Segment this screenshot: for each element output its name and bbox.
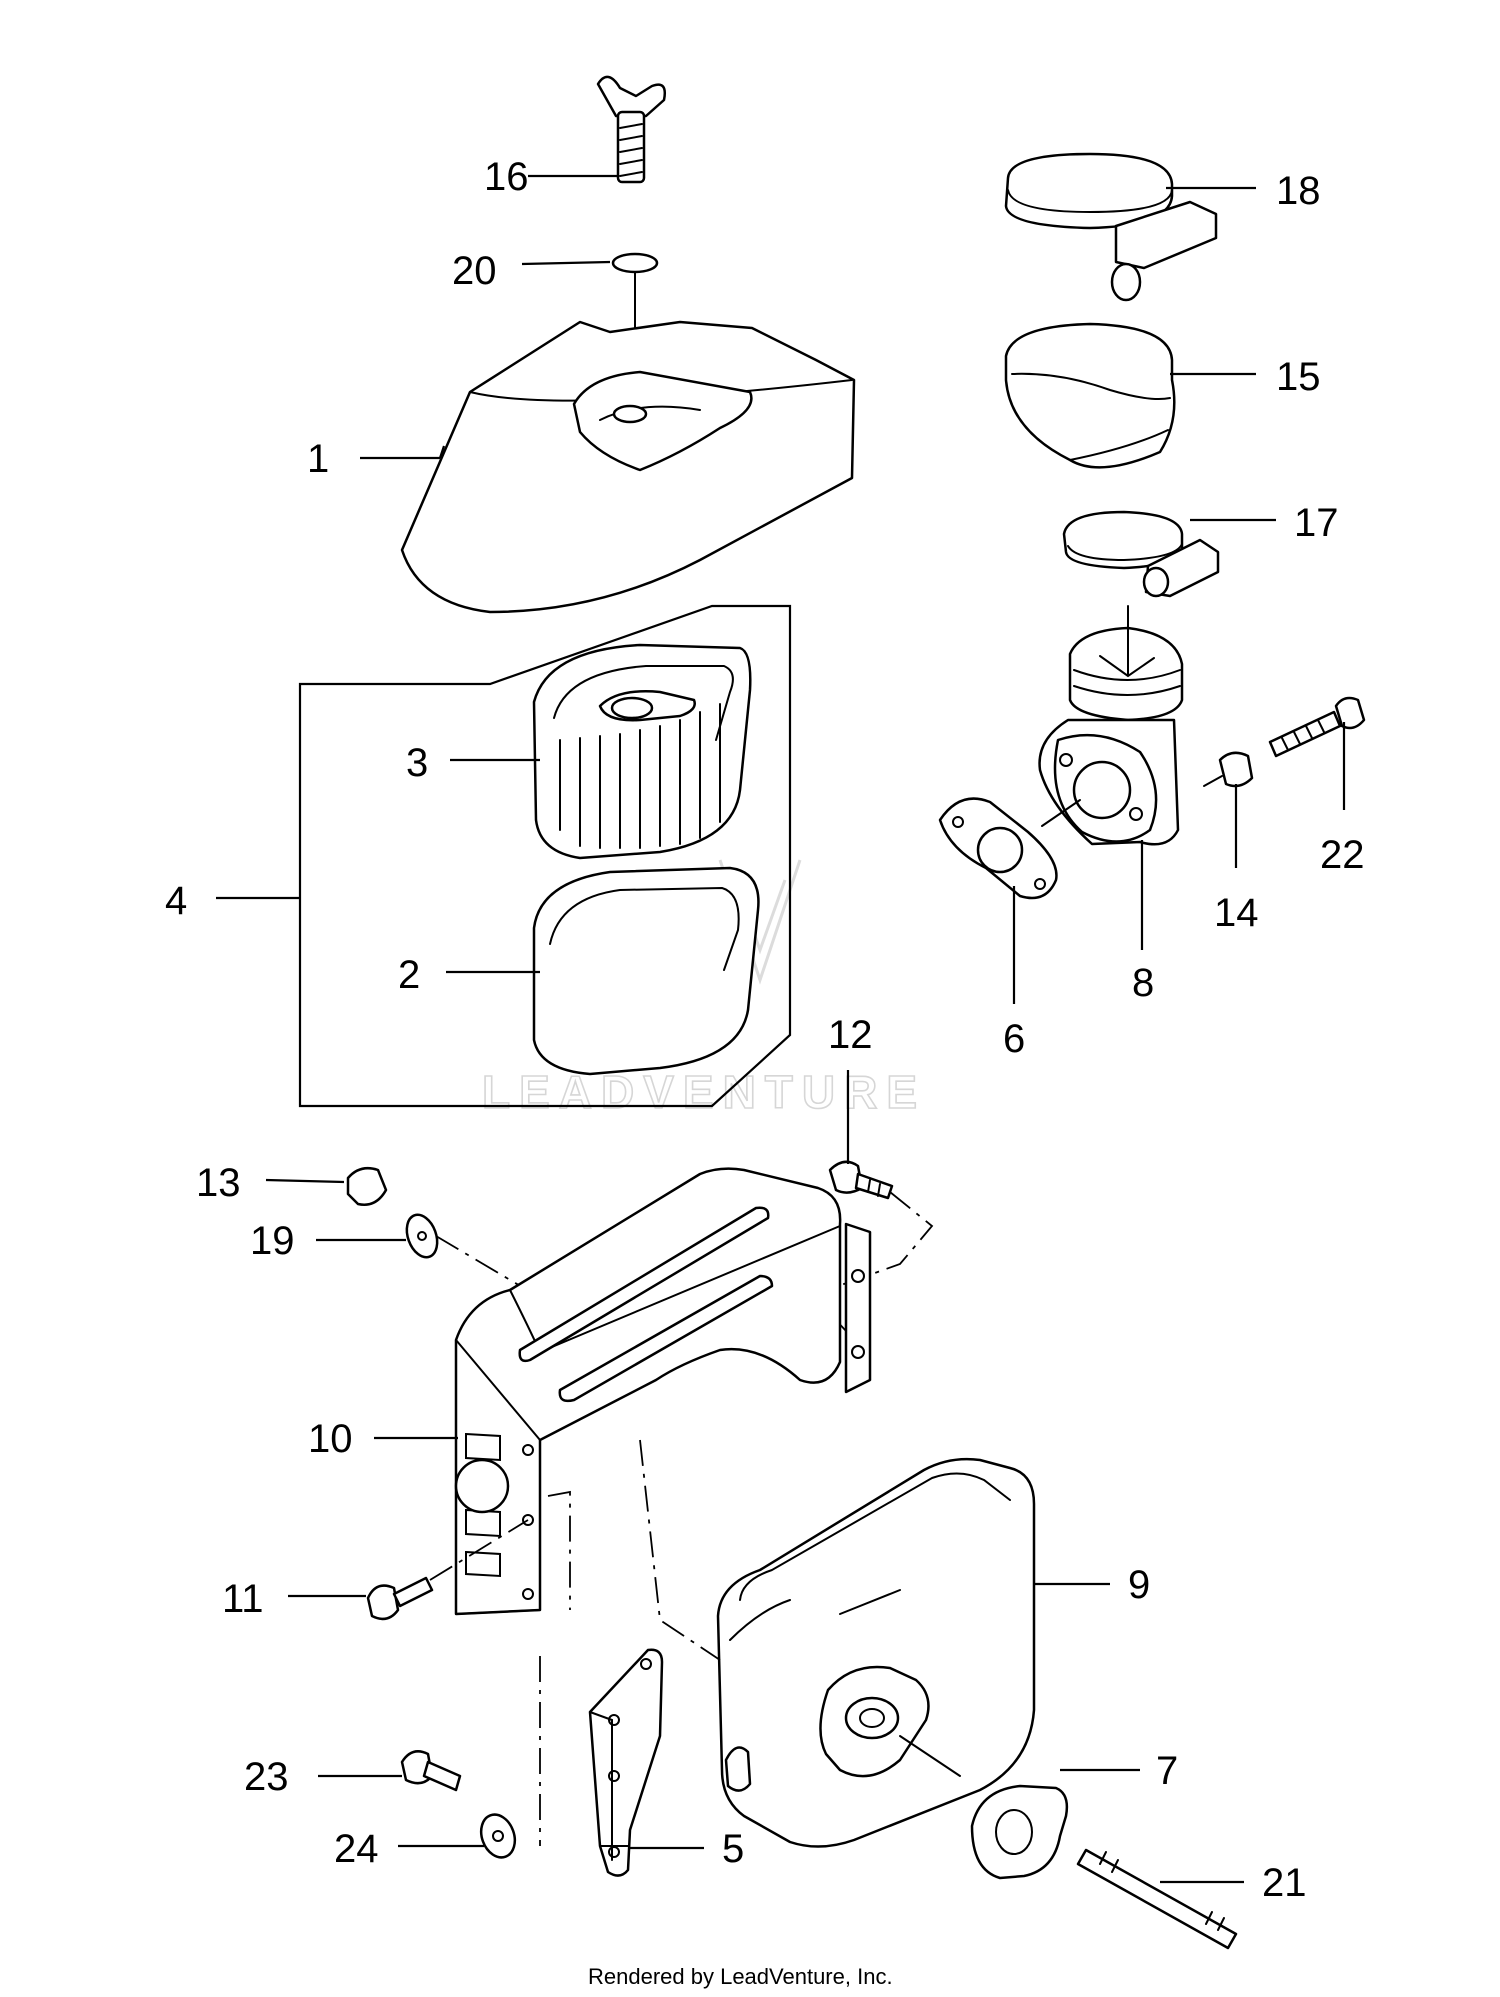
part-21-stud[interactable] [1076,1848,1238,1950]
part-12-bolt[interactable] [828,1160,894,1200]
part-16-wing-bolt[interactable] [596,75,666,184]
callout-11: 11 [222,1577,264,1621]
part-8-elbow[interactable] [1038,605,1184,846]
part-11-screw[interactable] [366,1576,434,1621]
part-7-spark-deflector[interactable] [970,1784,1069,1880]
callout-9: 9 [1128,1563,1150,1607]
leader-lines [216,174,1346,1884]
callout-18: 18 [1276,169,1321,213]
part-6-gasket[interactable] [938,797,1058,900]
callout-7: 7 [1156,1749,1178,1793]
callout-19: 19 [250,1219,295,1263]
part-20-washer[interactable] [611,252,659,274]
footer-credit: Rendered by LeadVenture, Inc. [588,1964,893,1989]
part-3-filter-element[interactable] [532,643,752,860]
callout-4: 4 [165,879,187,923]
callout-22: 22 [1320,833,1365,877]
callout-10: 10 [308,1417,353,1461]
part-19-washer[interactable] [401,1211,442,1262]
part-15-tube[interactable] [1004,322,1176,469]
callout-13: 13 [196,1161,241,1205]
callout-23: 23 [244,1755,289,1799]
part-23-bolt[interactable] [400,1750,462,1792]
part-4-kit-bracket [298,604,792,1108]
callout-21: 21 [1262,1861,1307,1905]
callout-17: 17 [1294,501,1339,545]
part-2-pre-cleaner[interactable] [532,866,760,1076]
watermark: LEADVENTURE [481,859,926,1119]
part-24-washer[interactable] [475,1810,520,1862]
callout-6: 6 [1003,1017,1025,1061]
part-13-nut[interactable] [346,1167,388,1206]
watermark-text: LEADVENTURE [482,1066,926,1118]
part-18-hose-clamp[interactable] [1004,152,1218,302]
callout-14: 14 [1214,891,1259,935]
callout-3: 3 [406,741,428,785]
part-17-hose-clamp[interactable] [1062,510,1220,598]
part-10-heat-shield[interactable] [454,1167,872,1616]
callout-12: 12 [828,1013,873,1057]
callout-8: 8 [1132,961,1154,1005]
callout-5: 5 [722,1827,744,1871]
callout-16: 16 [484,155,529,199]
callouts: 1 2 3 4 5 6 7 8 9 10 11 12 13 14 15 16 1… [165,155,1365,1905]
callout-1: 1 [307,437,329,481]
part-9-muffler[interactable] [716,1457,1036,1848]
part-14-nut[interactable] [1203,751,1254,788]
callout-15: 15 [1276,355,1321,399]
callout-24: 24 [334,1827,379,1871]
part-22-bolt[interactable] [1268,696,1366,758]
callout-2: 2 [398,953,420,997]
callout-20: 20 [452,249,497,293]
part-1-air-cleaner-cover[interactable] [400,320,856,614]
part-5-bracket[interactable] [588,1648,664,1877]
